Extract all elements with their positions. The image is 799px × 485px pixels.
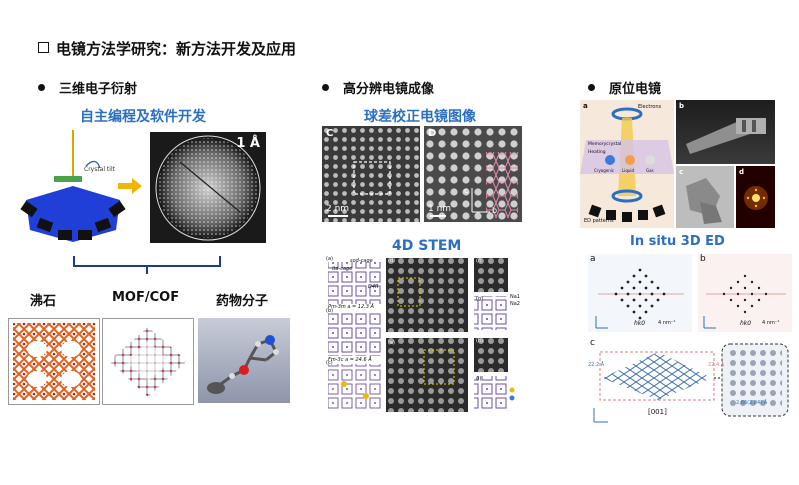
insitu-panel-c-label: c bbox=[679, 168, 684, 176]
ed-pattern-b: b hk0 4 nm⁻¹ bbox=[698, 254, 792, 332]
ed-c-label: c bbox=[590, 338, 595, 348]
panel-h-letter: (h) bbox=[476, 338, 484, 344]
ed-a-label: a bbox=[590, 254, 596, 264]
panel-g-letter: (g) bbox=[476, 296, 484, 302]
insitu-tem-image-c: c bbox=[676, 166, 734, 228]
pattern-scale-label: 1 Å bbox=[236, 136, 260, 151]
legend-na1: Na1 bbox=[510, 294, 520, 300]
panel-d-letter: (d) bbox=[388, 258, 396, 264]
yellow-arrow-icon bbox=[118, 178, 142, 194]
category-zeolite: 沸石 bbox=[30, 294, 57, 309]
ed-patterns-label: ED patterns bbox=[584, 218, 614, 224]
pm3m-label: Pm-3m a = 12.3 Å bbox=[328, 304, 374, 310]
state-cryogenic: Cryogenic bbox=[594, 168, 615, 173]
diffraction-setup-diagram bbox=[20, 130, 126, 242]
state-gas: Gas bbox=[646, 168, 654, 173]
panel-i-letter: (i) bbox=[476, 376, 482, 382]
ed-b-scale: 4 nm⁻¹ bbox=[762, 320, 780, 326]
fm3c-label: Fm-3c a = 24.6 Å bbox=[328, 357, 372, 363]
electrons-label: Electrons bbox=[638, 104, 662, 110]
dim3-label: 2.86(2.84) Å bbox=[736, 400, 768, 406]
col2-subheading: 球差校正电镜图像 bbox=[364, 109, 476, 125]
crystal-tilt-label: Crystal tilt bbox=[84, 166, 115, 173]
panel-f-letter: (f) bbox=[476, 258, 482, 264]
d4r-label: D4R bbox=[368, 284, 379, 290]
insitu-panel-d-label: d bbox=[739, 168, 745, 176]
col1-heading-text: 三维电子衍射 bbox=[59, 82, 138, 97]
panel-a-letter: (a) bbox=[326, 256, 333, 262]
panel-c-letter: (c) bbox=[326, 360, 333, 366]
memory-label: Memorycrystal bbox=[588, 142, 622, 147]
heating-label: Heating bbox=[588, 150, 606, 155]
insitu-schematic-a: a Electrons Memorycrystal Heating Cryoge… bbox=[580, 100, 674, 228]
col1-heading: 三维电子衍射 bbox=[38, 78, 137, 97]
category-drug-molecule: 药物分子 bbox=[216, 294, 269, 309]
ed-b-hk0: hk0 bbox=[740, 320, 752, 327]
ed-a-scale: 4 nm⁻¹ bbox=[658, 320, 676, 326]
legend-na2: Na2 bbox=[510, 301, 520, 307]
col1-subheading: 自主编程及软件开发 bbox=[80, 109, 206, 125]
scale-d-label: 1 nm bbox=[428, 204, 452, 214]
panel-d-label: D bbox=[428, 128, 437, 139]
bullet-icon bbox=[322, 84, 329, 91]
state-liquid: Liquid bbox=[622, 168, 635, 173]
axis-b-label: b bbox=[492, 206, 498, 215]
col3-heading: 原位电镜 bbox=[588, 78, 661, 97]
bullet-icon bbox=[38, 84, 45, 91]
slide-title: 电镜方法学研究：新方法开发及应用 bbox=[38, 38, 296, 59]
ed-pattern-a: a hk0 4 nm⁻¹ bbox=[588, 254, 692, 332]
ed-structure-c: c [001] 22.2 Å 22.4 Å 2.86(2.84) Å bbox=[588, 338, 792, 424]
direction-label: [001] bbox=[648, 408, 667, 416]
insitu-diffraction-d: d bbox=[736, 166, 775, 228]
ed-a-hk0: hk0 bbox=[634, 320, 646, 327]
insitu-panel-b-label: b bbox=[679, 102, 685, 110]
insitu-panel-a-label: a bbox=[583, 102, 588, 110]
stem-figure: lta-cage sod-cage D4R Pm-3m a = 12.3 Å F… bbox=[326, 256, 522, 416]
ed-b-label: b bbox=[700, 254, 706, 264]
drug-molecule-image bbox=[198, 318, 290, 403]
insitu-holder-photo-b: b bbox=[676, 100, 775, 164]
bracket-icon bbox=[73, 256, 221, 274]
hrtem-panel-d: D 1 nm c b bbox=[424, 126, 522, 222]
bullet-icon bbox=[588, 84, 595, 91]
panel-e-letter: (e) bbox=[388, 340, 395, 346]
col2-heading: 高分辨电镜成像 bbox=[322, 78, 434, 97]
diffraction-pattern-image: 1 Å bbox=[150, 132, 266, 243]
scale-c-label: 2 nm bbox=[326, 204, 350, 214]
lta-cage-label: lta-cage bbox=[332, 266, 353, 272]
stem-title: 4D STEM bbox=[392, 238, 462, 254]
checkbox-square-icon bbox=[38, 42, 49, 53]
insitu-3ded-title: In situ 3D ED bbox=[630, 234, 725, 249]
col2-heading-text: 高分辨电镜成像 bbox=[343, 82, 435, 97]
crystal-stage bbox=[54, 176, 82, 182]
mof-cof-structure-image bbox=[102, 318, 194, 405]
panel-c-label: C bbox=[326, 128, 334, 139]
col3-heading-text: 原位电镜 bbox=[609, 82, 662, 97]
zeolite-structure-image bbox=[8, 318, 100, 405]
panel-b-letter: (b) bbox=[326, 308, 334, 314]
dim1-label: 22.2 Å bbox=[588, 362, 605, 368]
sod-cage-label: sod-cage bbox=[350, 258, 373, 264]
slide-title-text: 电镜方法学研究：新方法开发及应用 bbox=[56, 40, 297, 58]
category-mof-cof: MOF/COF bbox=[112, 290, 180, 305]
hrtem-panel-c: C 2 nm bbox=[322, 126, 420, 222]
dim2-label: 22.4 Å bbox=[708, 362, 725, 368]
axis-c-label: c bbox=[464, 186, 469, 195]
